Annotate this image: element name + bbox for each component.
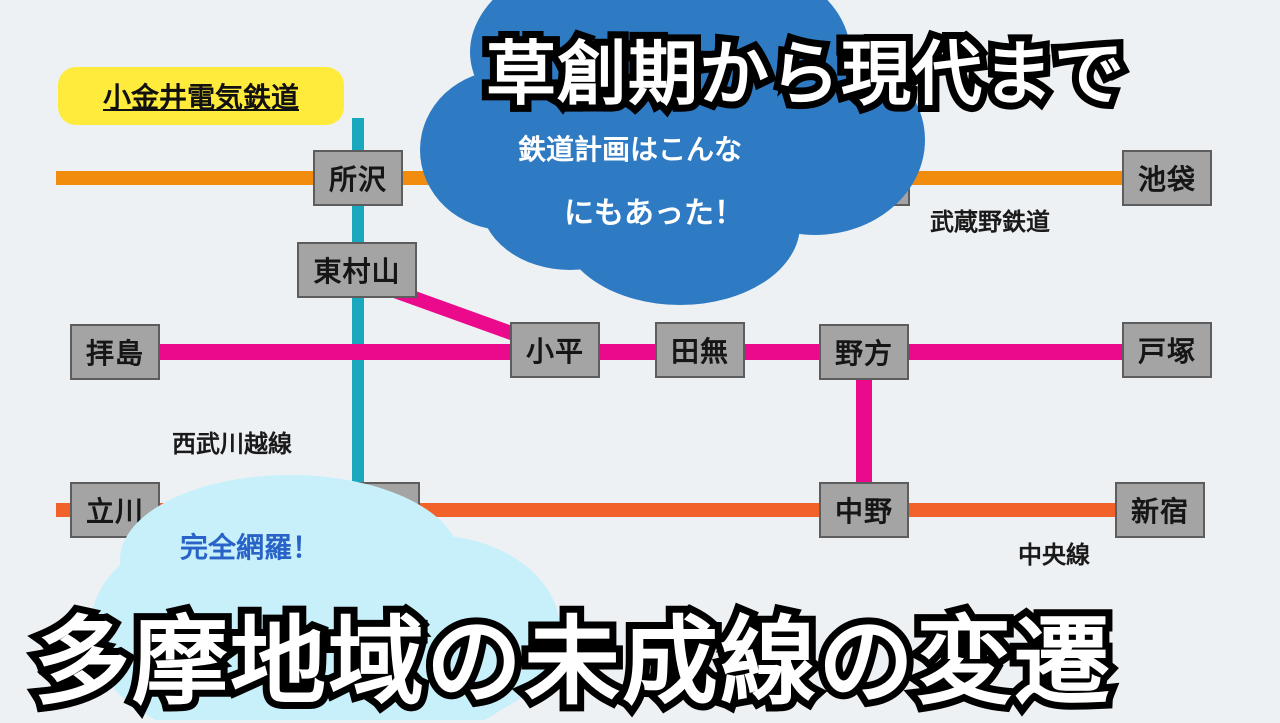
label-chuo-line: 中央線	[1018, 541, 1090, 569]
station-shinjuku: 新宿	[1115, 482, 1205, 538]
headline-bottom: 多摩地域の未成線の変遷	[27, 599, 1117, 723]
station-haijima: 拝島	[70, 324, 160, 380]
company-badge: 小金井電気鉄道	[58, 67, 344, 125]
station-nakano: 中野	[819, 482, 909, 538]
station-kodaira: 小平	[510, 322, 600, 378]
station-totsuka: 戸塚	[1122, 322, 1212, 378]
label-seibu-kawagoe-line: 西武川越線	[172, 430, 292, 458]
station-higashimurayama: 東村山	[297, 242, 417, 298]
station-tanashi: 田無	[655, 322, 745, 378]
label-musashino-line: 武蔵野鉄道	[930, 208, 1050, 236]
callout-light: 完全網羅！	[180, 531, 321, 564]
headline-top: 草創期から現代まで	[479, 26, 1131, 122]
higashimurayama-branch	[389, 283, 528, 345]
callout-blue-line2: にもあった！	[564, 196, 744, 231]
station-tokorozawa: 所沢	[313, 150, 403, 206]
station-ikebukuro: 池袋	[1122, 150, 1212, 206]
callout-blue-line1: 鉄道計画はこんな	[518, 133, 743, 166]
station-nogata: 野方	[819, 324, 909, 380]
